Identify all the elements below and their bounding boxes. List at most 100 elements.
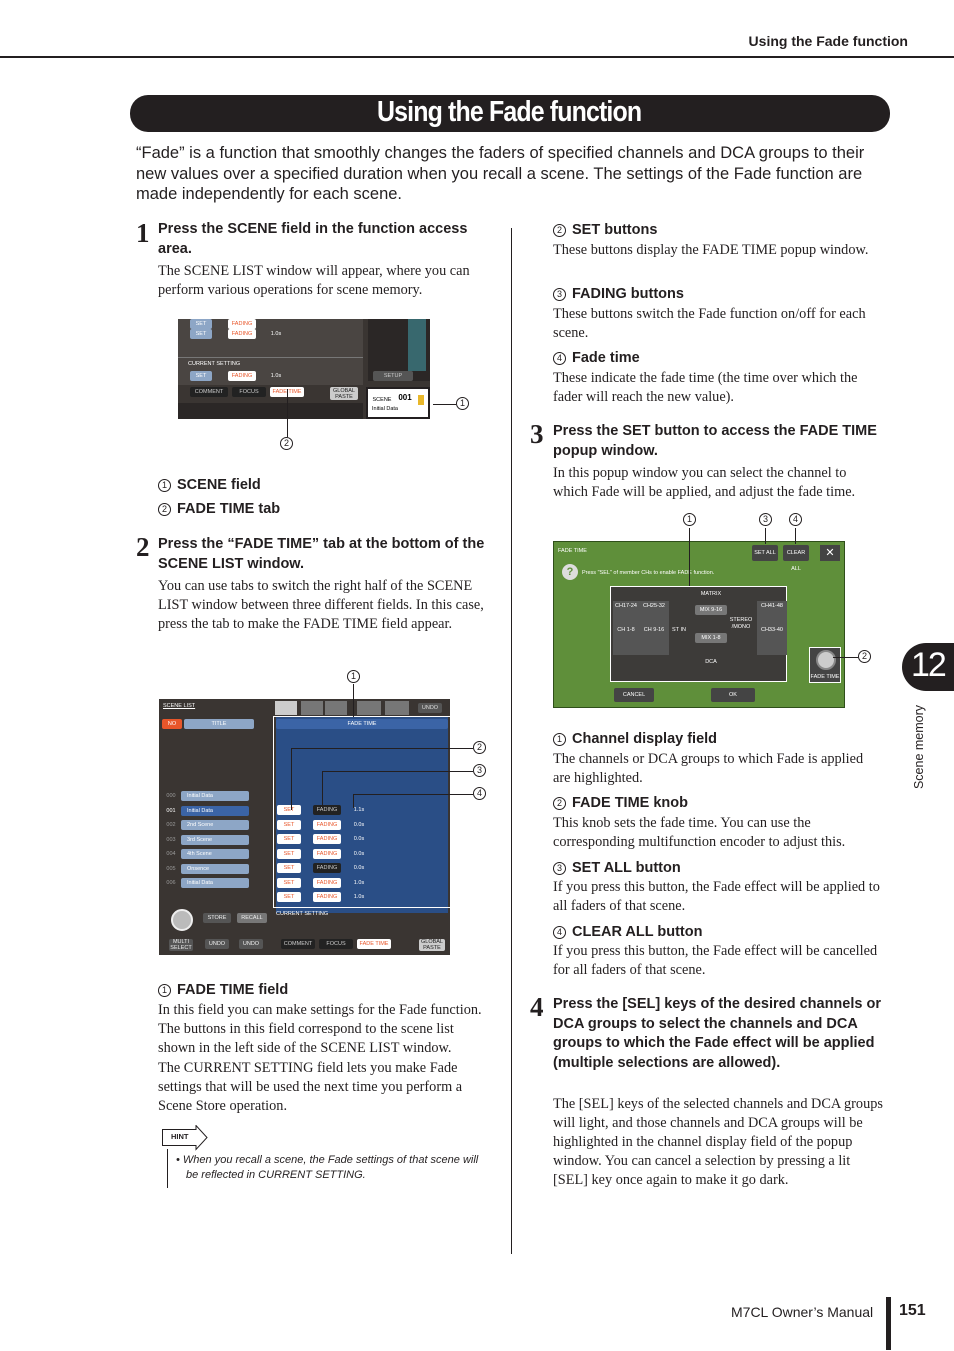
manual-title: M7CL Owner’s Manual (731, 1304, 874, 1320)
callout-line (353, 684, 354, 717)
multi-select-button[interactable]: MULTI SELECT (169, 939, 193, 951)
set-button[interactable]: SET (277, 877, 301, 888)
fading-button[interactable]: FADING (313, 805, 341, 815)
fading-button[interactable]: FADING (313, 892, 341, 902)
set-button[interactable]: SET (277, 819, 301, 830)
scene-label: SCENE (372, 397, 392, 403)
global-paste-button[interactable]: GLOBAL PASTE (330, 387, 358, 400)
undo-button[interactable]: UNDO (239, 939, 263, 949)
chapter-label: Scene memory (909, 700, 929, 800)
tab-icon[interactable] (385, 701, 409, 715)
current-setting-label: CURRENT SETTING (188, 361, 241, 367)
no-column-header[interactable]: NO (162, 719, 182, 729)
fading-button[interactable]: FADING (228, 329, 256, 339)
fade-time-knob[interactable]: FADE TIME (809, 647, 841, 683)
clear-all-button[interactable]: CLEAR ALL (783, 545, 809, 572)
fading-button[interactable]: FADING (228, 371, 256, 381)
tab-icon[interactable] (275, 701, 297, 715)
fading-button[interactable]: FADING (313, 848, 341, 859)
fading-button[interactable]: FADING (228, 319, 256, 329)
item-label: Channel display field (572, 731, 718, 747)
cancel-button[interactable]: CANCEL (614, 688, 654, 702)
channel-group[interactable]: MATRIX (700, 591, 722, 597)
scene-row-title[interactable]: 2nd Scene (181, 820, 249, 830)
channel-group[interactable]: STEREO /MONO (729, 617, 753, 630)
step-body: The [SEL] keys of the selected channels … (553, 1096, 883, 1188)
scene-row-title[interactable]: Initial Data (181, 791, 249, 801)
set-button[interactable]: SET (277, 848, 301, 859)
tab-icon[interactable] (357, 701, 381, 715)
callout-line (322, 771, 473, 772)
global-paste-button[interactable]: GLOBAL PASTE (419, 939, 445, 951)
set-button[interactable]: SET (190, 319, 212, 329)
channel-group[interactable]: ST IN (672, 627, 686, 633)
step-heading: Press the “FADE TIME” tab at the bottom … (158, 536, 485, 572)
page-number: 151 (899, 1302, 926, 1319)
item-label: CLEAR ALL button (572, 924, 703, 940)
setup-button[interactable]: SETUP (373, 371, 413, 381)
step-body: You can use tabs to switch the right hal… (158, 578, 484, 632)
set-all-button[interactable]: SET ALL (752, 545, 778, 561)
channel-group[interactable]: DCA (705, 659, 717, 665)
channel-group[interactable]: CH 1-8 (617, 627, 635, 633)
item-body: This knob sets the fade time. You can us… (553, 815, 846, 850)
title-column-header[interactable]: TITLE (184, 719, 254, 729)
channel-group[interactable]: MIX 1-8 (695, 633, 727, 643)
item-body: In this field you can make settings for … (158, 1002, 482, 1056)
recall-button[interactable]: RECALL (237, 913, 267, 923)
channel-group[interactable]: CH 9-16 (643, 627, 665, 633)
close-icon[interactable]: ✕ (820, 545, 840, 561)
channel-group[interactable]: MIX 9-16 (695, 605, 727, 615)
scene-row-title[interactable]: Onsence (181, 863, 249, 874)
item-number: 1 (158, 984, 171, 997)
store-button[interactable]: STORE (203, 913, 231, 923)
ok-button[interactable]: OK (711, 688, 755, 702)
set-button[interactable]: SET (190, 329, 212, 339)
scene-field[interactable]: SCENE 001 Initial Data (366, 387, 430, 419)
comment-tab[interactable]: COMMENT (190, 387, 228, 397)
channel-group[interactable]: CH17-24 (614, 603, 637, 609)
focus-tab[interactable]: FOCUS (319, 939, 353, 949)
set-button[interactable]: SET (277, 834, 301, 844)
tab-icon[interactable] (301, 701, 323, 715)
focus-tab[interactable]: FOCUS (232, 387, 266, 397)
callout-2: 2 (858, 650, 871, 663)
step-heading: Press the [SEL] keys of the desired chan… (553, 996, 881, 1071)
fading-button[interactable]: FADING (313, 877, 341, 888)
undo-button[interactable]: UNDO (205, 939, 229, 949)
scene-row-number: 003 (166, 836, 176, 843)
item-label: SCENE field (177, 477, 261, 493)
fading-button[interactable]: FADING (313, 863, 341, 873)
set-button[interactable]: SET (277, 805, 301, 815)
item-number: 3 (553, 288, 566, 301)
tab-icon[interactable] (325, 701, 347, 715)
comment-tab[interactable]: COMMENT (281, 939, 315, 949)
channel-group[interactable]: CH25-32 (642, 603, 665, 609)
set-button[interactable]: SET (277, 892, 301, 902)
undo-button[interactable]: UNDO (418, 703, 442, 713)
fade-time-tab[interactable]: FADE TIME (357, 939, 391, 949)
hint-box: HINT (162, 1124, 210, 1156)
popup-message: Press "SEL" of member CHs to enable FADE… (582, 570, 715, 576)
item-number: 1 (553, 733, 566, 746)
channel-group[interactable]: CH33-40 (760, 627, 783, 633)
scene-row-title[interactable]: Initial Data (181, 878, 249, 888)
page-title: Using the Fade function (377, 96, 642, 128)
hint-rule (167, 1149, 168, 1188)
set-button[interactable]: SET (277, 863, 301, 873)
fading-button[interactable]: FADING (313, 834, 341, 844)
fade-time-value: 1.0s (353, 879, 365, 886)
knob-icon[interactable] (171, 909, 193, 931)
scene-row-number: 000 (166, 793, 176, 799)
fading-button[interactable]: FADING (313, 819, 341, 830)
scene-row-title[interactable]: 4th Scene (181, 849, 249, 859)
set-button[interactable]: SET (190, 371, 212, 381)
fade-time-value: 0.0s (353, 865, 365, 871)
callout-line (287, 389, 288, 437)
scene-row-title[interactable]: 3rd Scene (181, 834, 249, 845)
channel-group[interactable]: CH41-48 (760, 603, 783, 609)
scene-row-title[interactable]: Initial Data (181, 805, 249, 816)
